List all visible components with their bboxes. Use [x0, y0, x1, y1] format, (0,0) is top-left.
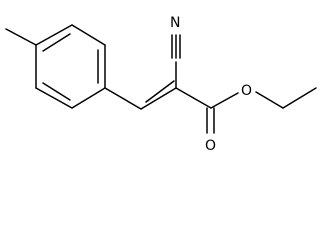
- carbonyl-oxygen-label: O: [205, 138, 216, 154]
- ring-inner-double-3: [42, 82, 71, 101]
- ring-bond-5: [35, 87, 73, 109]
- ring-bond-2: [71, 24, 106, 46]
- ethyl-bond: [282, 87, 317, 109]
- methyl-bond: [5, 28, 37, 46]
- carbonyl-to-ester-oxygen-bond: [210, 92, 239, 109]
- alkene-double-bond: [140, 80, 177, 110]
- molecule-structure-drawing: N O O: [5, 15, 317, 154]
- ring-bond-1: [35, 24, 73, 46]
- benzene-ring: [35, 24, 106, 109]
- ester-oxygen-to-ethyl-bond: [255, 91, 284, 109]
- nitrogen-label: N: [170, 15, 180, 31]
- ring-to-alkene-bond: [104, 87, 142, 110]
- ester-group: [175, 87, 317, 134]
- nitrile-group: [171, 34, 181, 89]
- alkene-to-carbonyl-bond: [175, 87, 212, 109]
- ring-bond-4: [71, 87, 106, 109]
- ring-inner-double-1: [42, 33, 71, 52]
- ester-oxygen-label: O: [241, 83, 252, 99]
